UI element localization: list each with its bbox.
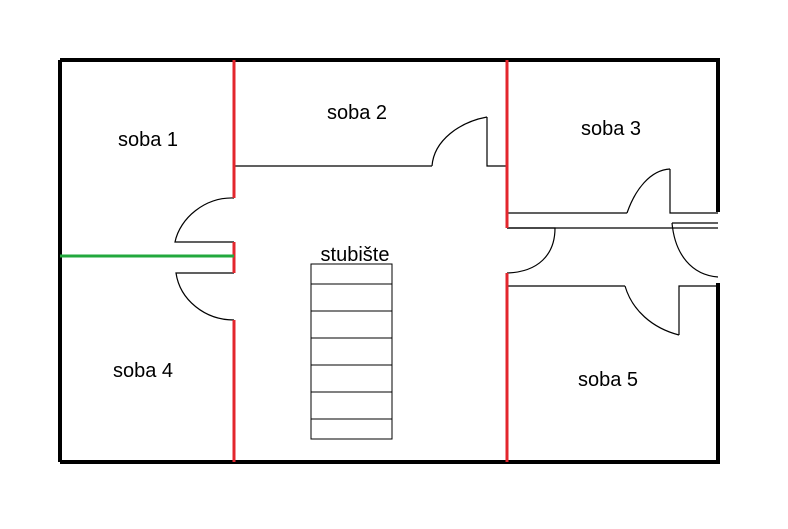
room-1-door: [174, 197, 235, 243]
staircase-outline: [310, 263, 393, 440]
room-3-door-arc: [626, 168, 671, 214]
room-2-label: soba 2: [327, 102, 387, 124]
red-partitions: [232, 60, 509, 462]
staircase-label: stubište: [321, 244, 390, 266]
room-3-door-jamb: [669, 169, 718, 214]
room-5-door-arc: [624, 285, 680, 336]
room-1-label: soba 1: [118, 129, 178, 151]
room-5-door-jamb: [678, 285, 718, 335]
middle-right-door: [506, 227, 556, 274]
room-5-label: soba 5: [578, 369, 638, 391]
staircase: [310, 263, 393, 440]
room-2-door-jamb: [486, 117, 507, 167]
interior-walls: [174, 116, 719, 336]
entrance-door-arc: [671, 222, 719, 278]
room-3-label: soba 3: [581, 118, 641, 140]
room-4-label: soba 4: [113, 360, 173, 382]
room-4-door: [175, 272, 235, 321]
outer-walls: [58, 58, 720, 464]
room-2-door-arc: [431, 116, 488, 167]
